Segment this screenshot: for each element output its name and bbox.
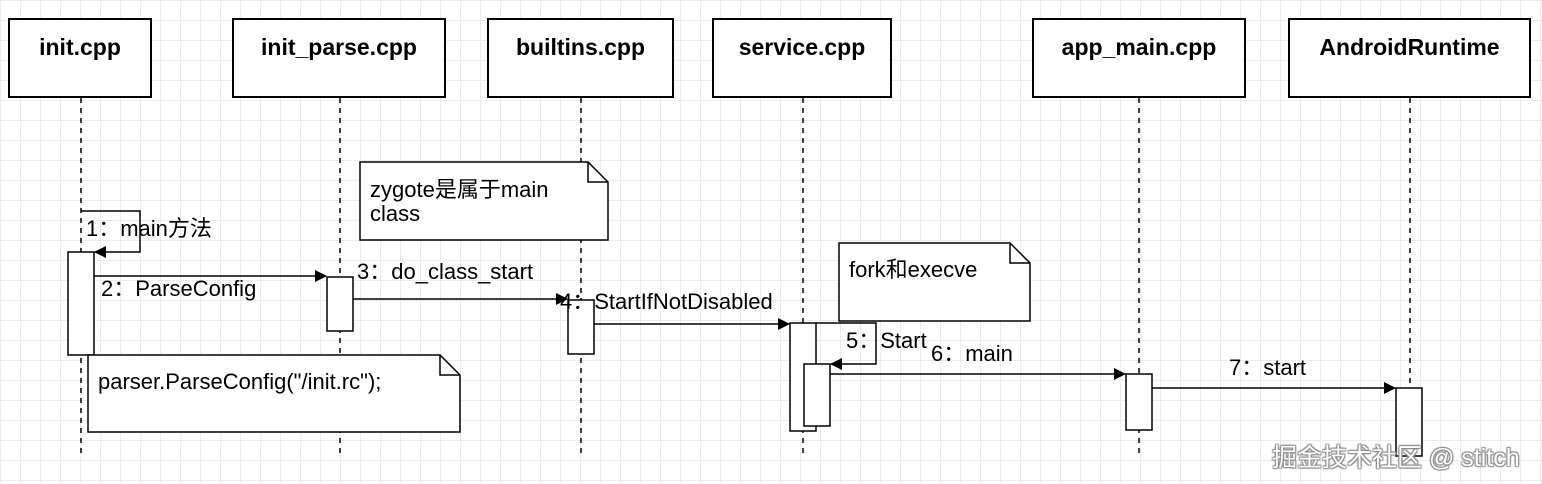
message-label-6: 6：main [931,341,1013,366]
message-arrow-1 [81,210,141,258]
note-fold-parser [439,355,460,376]
note-parser-line-1: parser.ParseConfig("/init.rc"); [98,369,382,394]
note-parser: parser.ParseConfig("/init.rc"); [98,369,382,394]
watermark: 掘金技术社区 @ stitch [1272,444,1520,472]
message-arrow-5 [816,322,877,370]
message-label-1: 1：main方法 [86,216,212,241]
message-label-7: 7：start [1229,355,1307,380]
activation-init-parse [326,276,354,332]
activation-app-main [1125,373,1153,431]
note-fold-zygote [587,162,608,183]
activation-runtime [1395,387,1423,457]
message-label-2: 2：ParseConfig [101,276,257,301]
note-fork: fork和execve [849,257,978,282]
note-shape-parser [87,354,461,433]
note-zygote-line-2: class [370,201,421,227]
participant-builtins: builtins.cpp [487,18,674,98]
participant-app-main: app_main.cpp [1032,18,1246,98]
note-zygote: zygote是属于main class [370,177,549,227]
note-fork-line-1: fork和execve [849,257,978,282]
participant-init: init.cpp [8,18,152,98]
participant-runtime: AndroidRuntime [1288,18,1531,98]
activation-builtins [567,299,595,355]
message-label-4: 4：StartIfNotDisabled [560,289,773,314]
note-shape-zygote [359,161,609,241]
note-shape-fork [838,242,1031,322]
message-label-3: 3：do_class_start [357,259,534,284]
note-zygote-line-1: zygote是属于main [370,177,549,202]
participant-init-parse: init_parse.cpp [232,18,446,98]
activation-init [67,251,95,356]
message-label-5: 5：Start [846,328,927,353]
activation-service-nested [803,363,831,427]
note-fold-fork [1009,243,1030,264]
participant-service: service.cpp [712,18,892,98]
